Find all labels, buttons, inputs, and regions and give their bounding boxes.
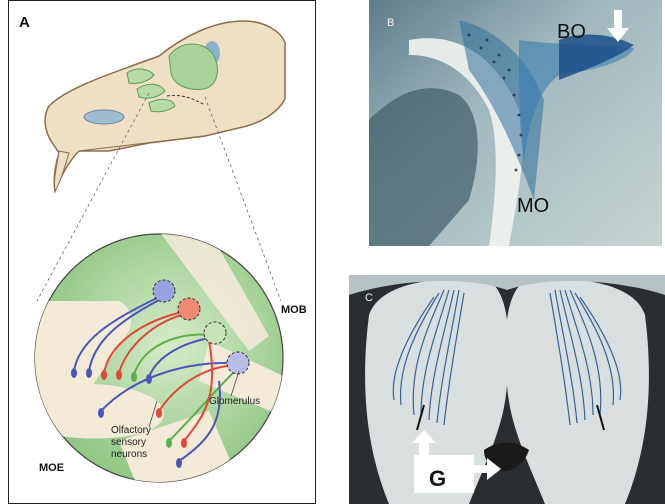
mo-label: MO — [517, 195, 549, 217]
glomerulus-green — [204, 322, 226, 344]
skull-illustration — [45, 21, 285, 191]
moe-label: MOE — [39, 462, 64, 474]
glomerulus-blue-1 — [153, 280, 175, 302]
bo-label: BO — [557, 21, 586, 43]
panel-a-diagram: A — [8, 0, 316, 504]
panel-c-letter: C — [365, 292, 373, 304]
panel-b-letter: B — [387, 17, 394, 29]
neurons-label-line1: Olfactory — [111, 425, 151, 436]
panel-b-svg: B BO MO — [369, 0, 662, 246]
glomerulus-red — [178, 298, 200, 320]
olfactory-diagram-svg: A — [9, 1, 315, 503]
glomerulus-label: Glomerulus — [209, 396, 260, 407]
panel-a-letter: A — [19, 14, 30, 31]
g-label: G — [429, 466, 446, 491]
mob-label: MOB — [281, 304, 307, 316]
panel-c-svg: C G — [349, 275, 665, 504]
magnified-view — [35, 231, 294, 491]
neurons-label-line3: neurons — [111, 449, 147, 460]
glomerulus-blue-2 — [227, 352, 249, 374]
neurons-label-line2: sensory — [111, 437, 146, 448]
panel-b-photo: B BO MO — [369, 0, 662, 246]
panel-c-photo: C G — [349, 275, 665, 504]
